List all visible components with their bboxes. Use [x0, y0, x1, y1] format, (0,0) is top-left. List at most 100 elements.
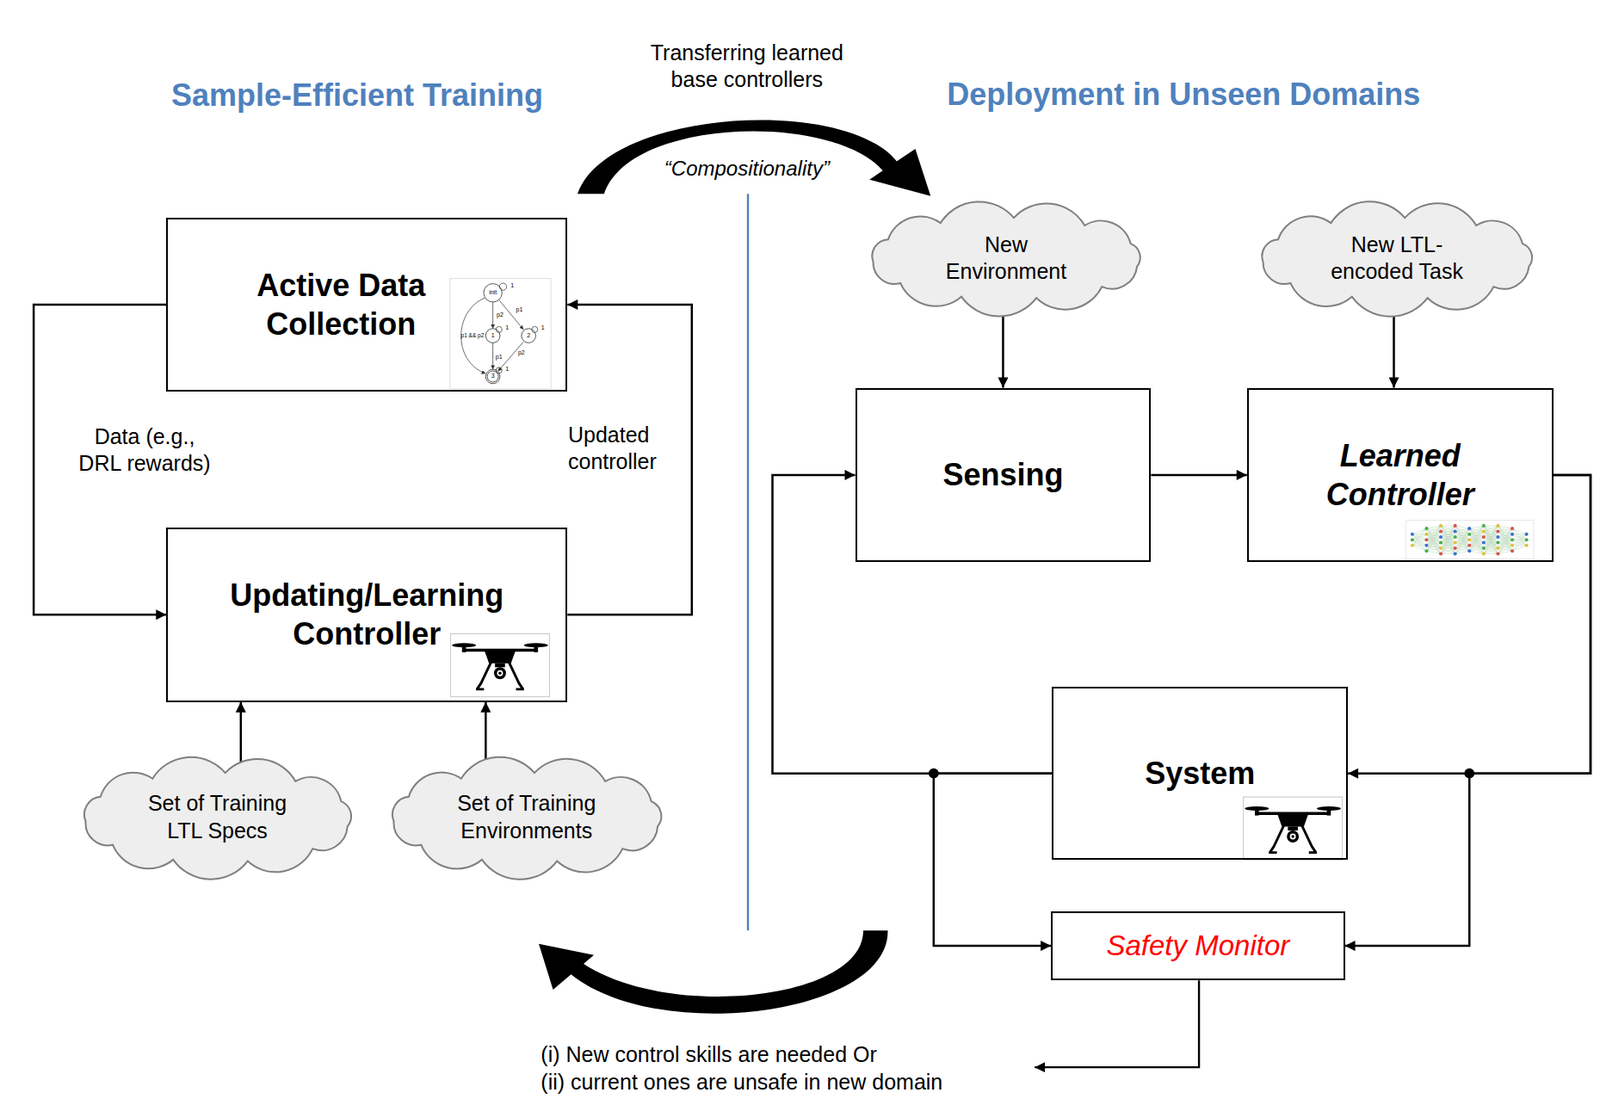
network-link [1440, 525, 1456, 532]
network-link [1469, 525, 1484, 546]
network-link [1426, 539, 1441, 554]
cloud-outline [857, 202, 1156, 315]
leader-arrow [1034, 980, 1199, 1068]
network-link [1483, 525, 1499, 555]
network-link [1469, 537, 1484, 551]
network-link [1455, 525, 1471, 551]
automaton-label: 1 [491, 332, 495, 340]
connector-arrow [1150, 474, 1247, 477]
network-link [1412, 539, 1428, 546]
network-link [1512, 533, 1527, 535]
connector-arrow [933, 773, 1053, 946]
network-unit [1439, 524, 1443, 528]
curved-arrow [577, 119, 931, 196]
network-link [1412, 539, 1428, 546]
network-link [1412, 544, 1428, 546]
connector-arrow [1345, 475, 1591, 946]
cloud-text: New LTL-encoded Task [1319, 231, 1475, 286]
network-link [1440, 553, 1456, 555]
drone-icon [1243, 796, 1343, 860]
box-title: Active Data Collection [219, 265, 463, 344]
box-title: Safety Monitor [1105, 927, 1290, 964]
network-link [1455, 528, 1471, 543]
network-link [1426, 548, 1441, 551]
network-link [1440, 525, 1456, 555]
cloud-outline [1247, 202, 1548, 315]
network-unit [1410, 537, 1415, 542]
cloud-outline [69, 757, 366, 878]
network-link [1483, 548, 1499, 555]
cloud-shape: Set of Training LTL Specs [69, 757, 366, 878]
process-box: Safety Monitor [1050, 911, 1345, 982]
network-unit [1453, 546, 1458, 550]
network-unit [1467, 532, 1471, 537]
network-unit [1510, 543, 1514, 548]
network-link [1426, 550, 1441, 554]
network-unit [1439, 540, 1443, 544]
network-link [1412, 539, 1428, 551]
network-unit [1439, 529, 1443, 533]
section-heading: Sample-Efficient Training [171, 75, 544, 115]
network-link [1440, 525, 1456, 549]
network-unit [1510, 537, 1514, 542]
cloud-shape: New Environment [857, 202, 1156, 315]
automaton-label: 3 [491, 372, 495, 381]
network-link [1412, 534, 1428, 546]
network-link [1469, 550, 1484, 554]
network-link [1483, 542, 1499, 554]
network-link [1440, 525, 1456, 538]
network-link [1483, 525, 1499, 532]
network-link [1483, 525, 1499, 549]
automaton-label: init [488, 289, 497, 297]
network-link [1455, 528, 1471, 549]
automaton-label: 1 [541, 323, 545, 332]
process-box: System [1051, 686, 1348, 861]
box-title: Updating/Learning Controller [176, 575, 557, 654]
network-unit [1482, 529, 1486, 533]
network-link [1512, 545, 1527, 552]
network-link [1497, 525, 1513, 540]
box-title: System [1144, 753, 1255, 793]
network-link [1497, 525, 1513, 551]
network-link [1455, 539, 1471, 554]
note-text: Transferring learned base controllers [630, 39, 864, 94]
network-unit [1510, 526, 1514, 531]
network-link [1469, 542, 1484, 551]
icon-frame [1406, 520, 1534, 560]
network-link [1469, 531, 1484, 551]
automaton-figure [450, 278, 551, 390]
network-link [1440, 525, 1456, 538]
network-unit [1495, 540, 1500, 544]
network-link [1512, 534, 1527, 541]
cloud-outline [377, 757, 676, 878]
network-link [1412, 534, 1428, 552]
divider-line [747, 193, 749, 931]
network-unit [1482, 524, 1486, 528]
network-unit [1467, 526, 1471, 531]
network-link [1483, 525, 1499, 538]
edge-label: Data (e.g., DRL rewards) [41, 423, 248, 478]
network-link [1440, 525, 1456, 555]
network-link [1469, 534, 1484, 555]
network-link [1455, 525, 1471, 546]
network-link [1426, 528, 1441, 554]
network-link [1512, 534, 1527, 546]
network-unit [1424, 549, 1428, 553]
network-link [1512, 528, 1527, 535]
network-link [1412, 528, 1428, 546]
network-unit [1495, 524, 1500, 528]
network-link [1497, 528, 1513, 549]
network-link [1440, 548, 1456, 555]
network-unit [1410, 543, 1415, 548]
network-link [1512, 534, 1527, 552]
network-link [1412, 528, 1428, 535]
network-unit [1424, 526, 1428, 531]
network-link [1469, 548, 1484, 551]
automaton-label: p2 [496, 311, 504, 320]
automaton-label: p2 [518, 349, 526, 358]
network-unit [1424, 532, 1428, 537]
network-link [1426, 525, 1441, 540]
drone-icon [450, 633, 550, 697]
network-unit [1453, 529, 1458, 533]
network-unit [1424, 537, 1428, 542]
